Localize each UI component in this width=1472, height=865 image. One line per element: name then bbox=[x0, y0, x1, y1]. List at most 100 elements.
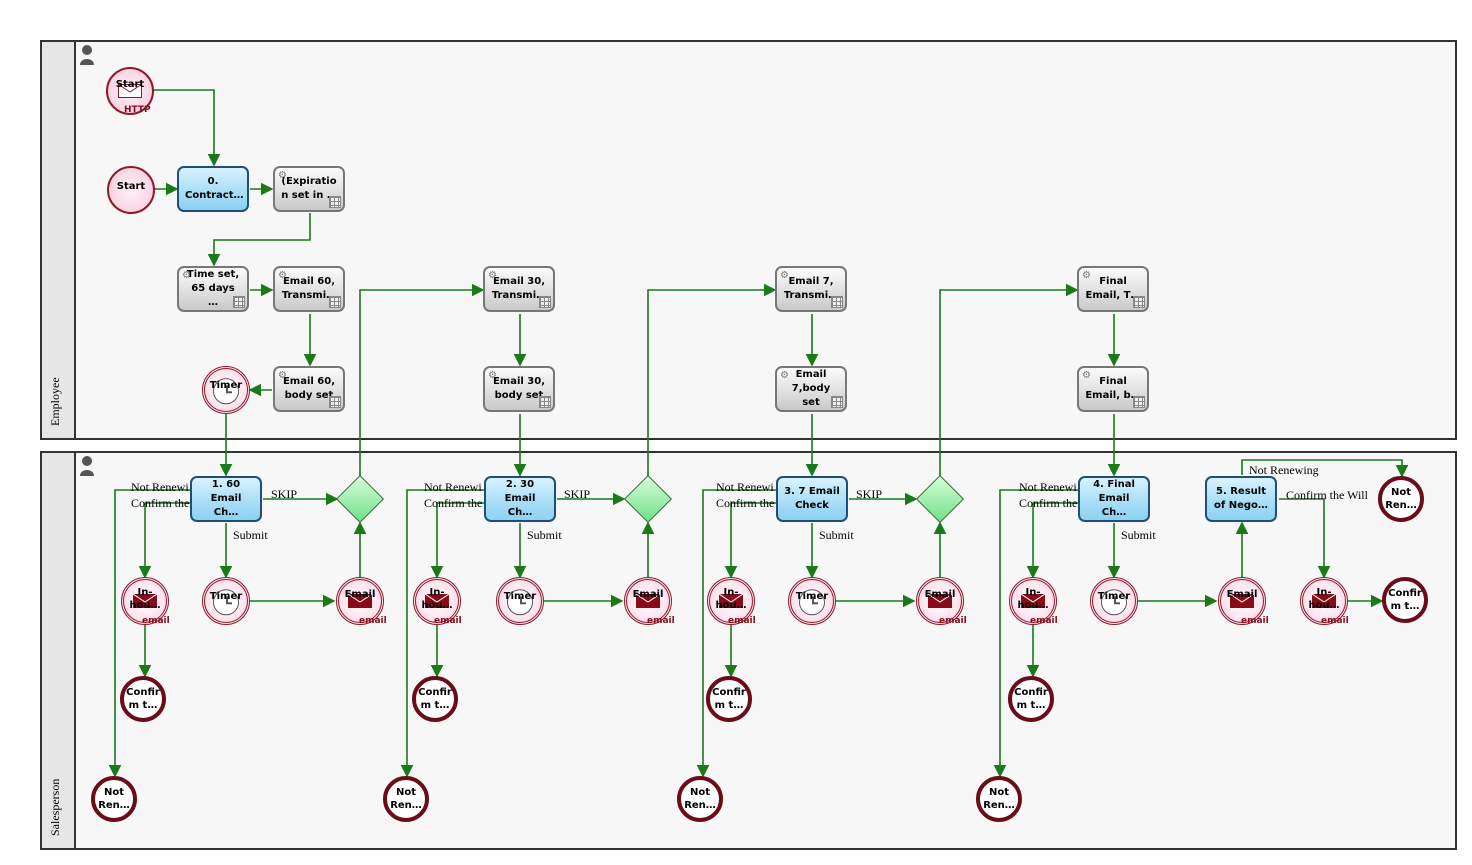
flow-label-confirm-will: Confirm the Will bbox=[1286, 488, 1368, 502]
task-check-60[interactable]: 1. 60 Email Ch… bbox=[190, 476, 262, 522]
envelope-icon bbox=[133, 594, 157, 608]
task-email60-transmit[interactable]: ⚙Email 60, Transmi… bbox=[273, 266, 345, 312]
start-label: Start bbox=[116, 180, 146, 192]
timer-event-2[interactable]: Timer bbox=[496, 577, 544, 625]
flow-label-not-renewing: Not Renewi bbox=[131, 480, 189, 494]
not-renewing-label: Not Ren… bbox=[983, 787, 1015, 811]
email-label: Email bbox=[1226, 588, 1258, 600]
clock-icon bbox=[213, 589, 239, 616]
envelope-icon bbox=[1312, 594, 1336, 608]
flow-label-submit: Submit bbox=[819, 528, 854, 542]
flow-start-http bbox=[154, 89, 221, 167]
confirm-label: Confir m t… bbox=[418, 687, 452, 711]
not-renewing-label: Not Ren… bbox=[98, 787, 130, 811]
timer-event-employee[interactable]: Timer bbox=[202, 366, 250, 414]
gear-icon: ⚙ bbox=[278, 370, 287, 381]
inhouse-email-event-1[interactable]: In- hou… email bbox=[121, 577, 170, 626]
task-email7-body[interactable]: ⚙Email 7,body set bbox=[775, 366, 847, 412]
end-not-renewing-5[interactable]: Not Ren… bbox=[1378, 476, 1424, 522]
task-expiration-label: (Expiratio n set in … bbox=[281, 176, 337, 201]
task-expiration[interactable]: ⚙(Expiratio n set in … bbox=[273, 166, 345, 212]
task-contract[interactable]: 0. Contract… bbox=[177, 166, 249, 212]
start-http-event[interactable]: Start HTTP bbox=[106, 67, 154, 115]
task-final-body[interactable]: ⚙Final Email, b… bbox=[1077, 366, 1149, 412]
envelope-icon bbox=[1230, 594, 1254, 608]
timer-label: Timer bbox=[209, 590, 243, 602]
flow-confirm4 bbox=[1026, 502, 1078, 579]
task-email30-body[interactable]: ⚙Email 30, body set bbox=[483, 366, 555, 412]
flow-notren3 bbox=[696, 489, 776, 778]
end-confirm-3[interactable]: Confir m t… bbox=[706, 676, 752, 722]
timer-label: Timer bbox=[1097, 590, 1131, 602]
flow-label-skip: SKIP bbox=[564, 487, 591, 501]
task-email60-body-label: Email 60, body set bbox=[282, 376, 336, 401]
end-confirm-1[interactable]: Confir m t… bbox=[120, 676, 166, 722]
inhouse-email-event-5[interactable]: In- hou… email bbox=[1300, 577, 1349, 626]
inhouse-email-event-4[interactable]: In- hou… email bbox=[1009, 577, 1058, 626]
task-email60-transmit-label: Email 60, Transmi… bbox=[281, 276, 337, 301]
email-sub: email bbox=[939, 616, 967, 626]
end-confirm-2[interactable]: Confir m t… bbox=[412, 676, 458, 722]
task-contract-label: 0. Contract… bbox=[185, 176, 244, 201]
flow-label-not-renewing: Not Renewi bbox=[1019, 480, 1077, 494]
timer-event-1[interactable]: Timer bbox=[202, 577, 250, 625]
inhouse-email-event-2[interactable]: In- hou… email bbox=[413, 577, 462, 626]
task-check-final[interactable]: 4. Final Email Ch… bbox=[1078, 476, 1150, 522]
grid-icon bbox=[831, 396, 843, 408]
flow-confirm2 bbox=[430, 502, 484, 579]
end-not-renewing-3[interactable]: Not Ren… bbox=[677, 776, 723, 822]
not-renewing-label: Not Ren… bbox=[390, 787, 422, 811]
task-check-7[interactable]: 3. 7 Email Check bbox=[776, 476, 848, 522]
grid-icon bbox=[329, 296, 341, 308]
grid-icon bbox=[539, 296, 551, 308]
email-event-2[interactable]: Email email bbox=[624, 577, 675, 626]
task-email30-transmit-label: Email 30, Transmi… bbox=[491, 276, 547, 301]
timer-label: Timer bbox=[503, 590, 537, 602]
start-http-sub: HTTP bbox=[124, 105, 151, 115]
task-check-30[interactable]: 2. 30 Email Ch… bbox=[484, 476, 556, 522]
flow-label-confirm: Confirm the bbox=[424, 496, 483, 510]
timer-event-4[interactable]: Timer bbox=[1090, 577, 1138, 625]
task-email30-transmit[interactable]: ⚙Email 30, Transmi… bbox=[483, 266, 555, 312]
task-result-negotiation[interactable]: 5. Result of Nego… bbox=[1205, 476, 1277, 522]
task-timeset[interactable]: ⚙Time set, 65 days … bbox=[177, 266, 249, 312]
gear-icon: ⚙ bbox=[182, 270, 191, 281]
task-final-transmit[interactable]: ⚙Final Email, T… bbox=[1077, 266, 1149, 312]
end-not-renewing-2[interactable]: Not Ren… bbox=[383, 776, 429, 822]
task-final-body-label: Final Email, b… bbox=[1085, 376, 1140, 401]
task-check-30-label: 2. 30 Email Ch… bbox=[504, 479, 536, 518]
inhouse-email-event-3[interactable]: In- hou… email bbox=[707, 577, 756, 626]
task-email60-body[interactable]: ⚙Email 60, body set bbox=[273, 366, 345, 412]
end-confirm-4[interactable]: Confir m t… bbox=[1008, 676, 1054, 722]
end-not-renewing-4[interactable]: Not Ren… bbox=[976, 776, 1022, 822]
email-event-1[interactable]: Email email bbox=[336, 577, 387, 626]
task-timeset-label: Time set, 65 days … bbox=[186, 269, 240, 308]
person-icon bbox=[79, 44, 95, 71]
start-event[interactable]: Start bbox=[107, 166, 155, 214]
end-not-renewing-1[interactable]: Not Ren… bbox=[91, 776, 137, 822]
gear-icon: ⚙ bbox=[1082, 370, 1091, 381]
flow-label-skip: SKIP bbox=[271, 487, 298, 501]
email-sub: email bbox=[359, 616, 387, 626]
email-label: Email bbox=[344, 588, 376, 600]
inhouse-label: In- hou… bbox=[715, 587, 747, 611]
envelope-icon bbox=[118, 84, 142, 98]
confirm-label: Confir m t… bbox=[126, 687, 160, 711]
email-event-3[interactable]: Email email bbox=[916, 577, 967, 626]
inhouse-sub: email bbox=[1321, 616, 1349, 626]
end-confirm-5[interactable]: Confir m t… bbox=[1382, 577, 1428, 623]
task-email7-transmit[interactable]: ⚙Email 7, Transmi… bbox=[775, 266, 847, 312]
flow-label-submit: Submit bbox=[233, 528, 268, 542]
email-sub: email bbox=[1241, 616, 1269, 626]
gear-icon: ⚙ bbox=[780, 370, 789, 381]
email-label: Email bbox=[924, 588, 956, 600]
inhouse-sub: email bbox=[1030, 616, 1058, 626]
flow-label-submit: Submit bbox=[1121, 528, 1156, 542]
flow-label-submit: Submit bbox=[527, 528, 562, 542]
person-icon bbox=[79, 455, 95, 482]
flow-confirm1 bbox=[138, 502, 190, 579]
email-event-4[interactable]: Email email bbox=[1218, 577, 1269, 626]
flow-expiration bbox=[207, 213, 311, 267]
email-label: Email bbox=[632, 588, 664, 600]
timer-event-3[interactable]: Timer bbox=[788, 577, 836, 625]
